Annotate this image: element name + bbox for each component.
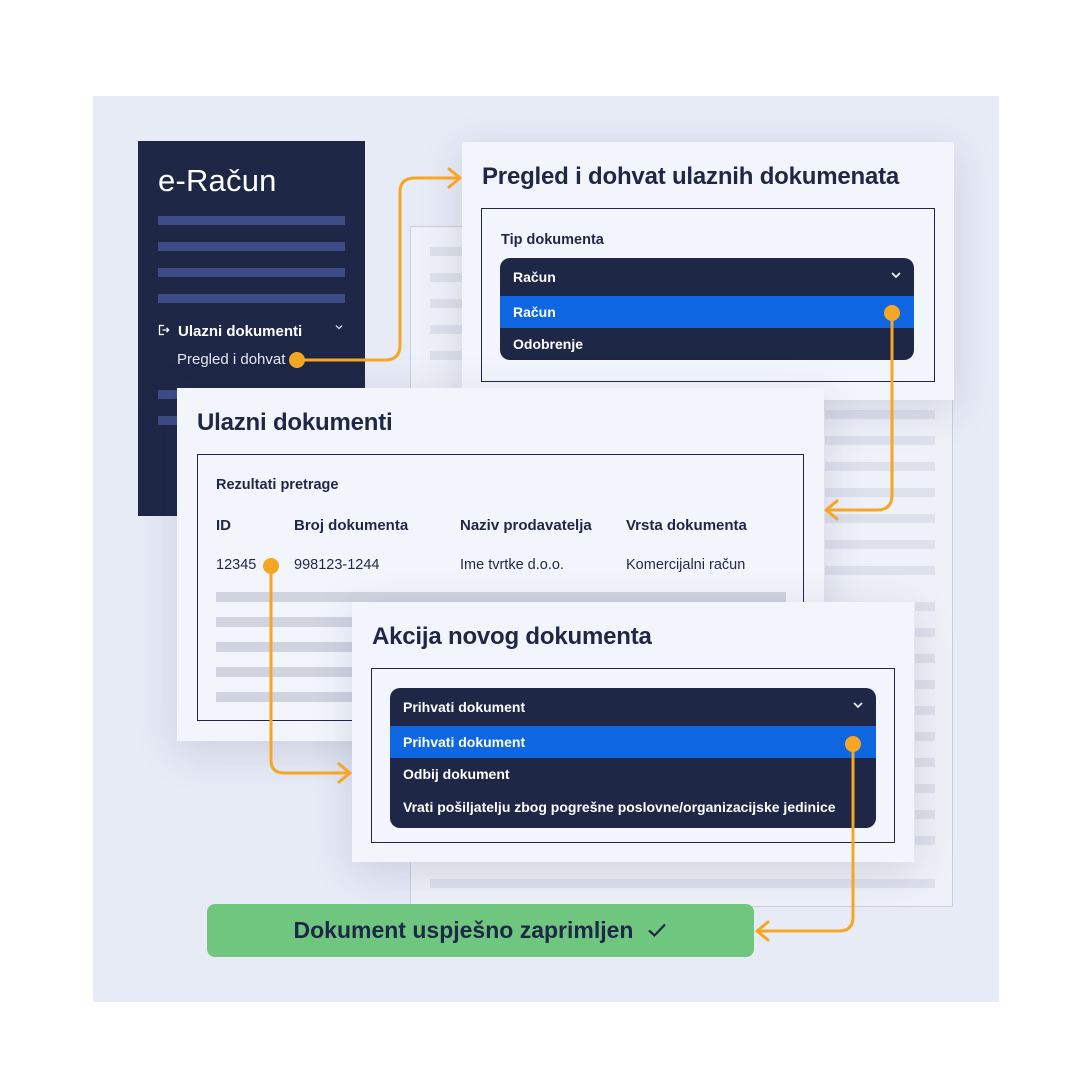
- dropdown-option-return-to-sender[interactable]: Vrati pošiljatelju zbog pogrešne poslovn…: [403, 799, 836, 815]
- table-cell-document-type: Komercijalni račun: [626, 557, 746, 573]
- results-title: Ulazni dokumenti: [197, 409, 393, 436]
- document-action-title: Akcija novog dokumenta: [372, 623, 652, 650]
- dropdown-option-racun[interactable]: Račun: [500, 296, 914, 328]
- document-type-dropdown[interactable]: Račun Račun Odobrenje: [500, 258, 914, 360]
- checkmark-icon: [647, 917, 667, 944]
- chevron-down-icon[interactable]: [890, 268, 901, 279]
- table-cell-id: 12345: [216, 557, 257, 573]
- table-row-placeholder: [216, 592, 786, 602]
- sidebar-placeholder-item: [158, 416, 188, 425]
- sidebar-item-ulazni-dokumenti[interactable]: Ulazni dokumenti: [158, 323, 343, 340]
- dropdown-selected-value: Prihvati dokument: [403, 699, 526, 715]
- document-type-selected[interactable]: Račun: [500, 258, 914, 296]
- app-brand: e-Račun: [158, 163, 277, 198]
- chevron-down-icon[interactable]: [334, 322, 344, 335]
- table-cell-document-number: 998123-1244: [294, 557, 380, 573]
- chevron-down-icon[interactable]: [852, 698, 863, 709]
- document-type-frame: Tip dokumenta Račun Račun Odobrenje: [481, 208, 935, 382]
- document-lookup-card: Pregled i dohvat ulaznih dokumenata Tip …: [462, 142, 954, 400]
- document-action-selected[interactable]: Prihvati dokument: [390, 688, 876, 726]
- column-header-seller-name[interactable]: Naziv prodavatelja: [460, 517, 592, 534]
- sidebar-placeholder-item: [158, 294, 345, 303]
- document-action-card: Akcija novog dokumenta Prihvati dokument…: [352, 602, 914, 862]
- column-header-id[interactable]: ID: [216, 517, 231, 534]
- success-status-banner: Dokument uspješno zaprimljen: [207, 904, 754, 957]
- sidebar-item-label: Ulazni dokumenti: [178, 323, 303, 340]
- document-action-dropdown[interactable]: Prihvati dokument Prihvati dokument Odbi…: [390, 688, 876, 828]
- sidebar-placeholder-item: [158, 390, 188, 399]
- dropdown-option-odobrenje[interactable]: Odobrenje: [513, 336, 584, 352]
- dropdown-selected-value: Račun: [513, 269, 556, 285]
- column-header-document-type[interactable]: Vrsta dokumenta: [626, 517, 747, 534]
- document-lookup-title: Pregled i dohvat ulaznih dokumenata: [482, 163, 900, 190]
- status-message: Dokument uspješno zaprimljen: [293, 917, 634, 943]
- dropdown-option-accept[interactable]: Prihvati dokument: [390, 726, 876, 758]
- dropdown-option-reject[interactable]: Odbij dokument: [403, 766, 510, 782]
- table-cell-seller-name: Ime tvrtke d.o.o.: [460, 557, 564, 573]
- column-header-document-number[interactable]: Broj dokumenta: [294, 517, 409, 534]
- document-action-frame: Prihvati dokument Prihvati dokument Odbi…: [371, 668, 895, 843]
- sidebar-placeholder-item: [158, 242, 345, 251]
- logout-icon: [158, 323, 170, 340]
- document-type-label: Tip dokumenta: [501, 232, 604, 248]
- sidebar-placeholder-item: [158, 268, 345, 277]
- sidebar-subitem-pregled-i-dohvat[interactable]: Pregled i dohvat: [177, 351, 286, 368]
- sidebar-placeholder-item: [158, 216, 345, 225]
- results-section-label: Rezultati pretrage: [216, 477, 339, 493]
